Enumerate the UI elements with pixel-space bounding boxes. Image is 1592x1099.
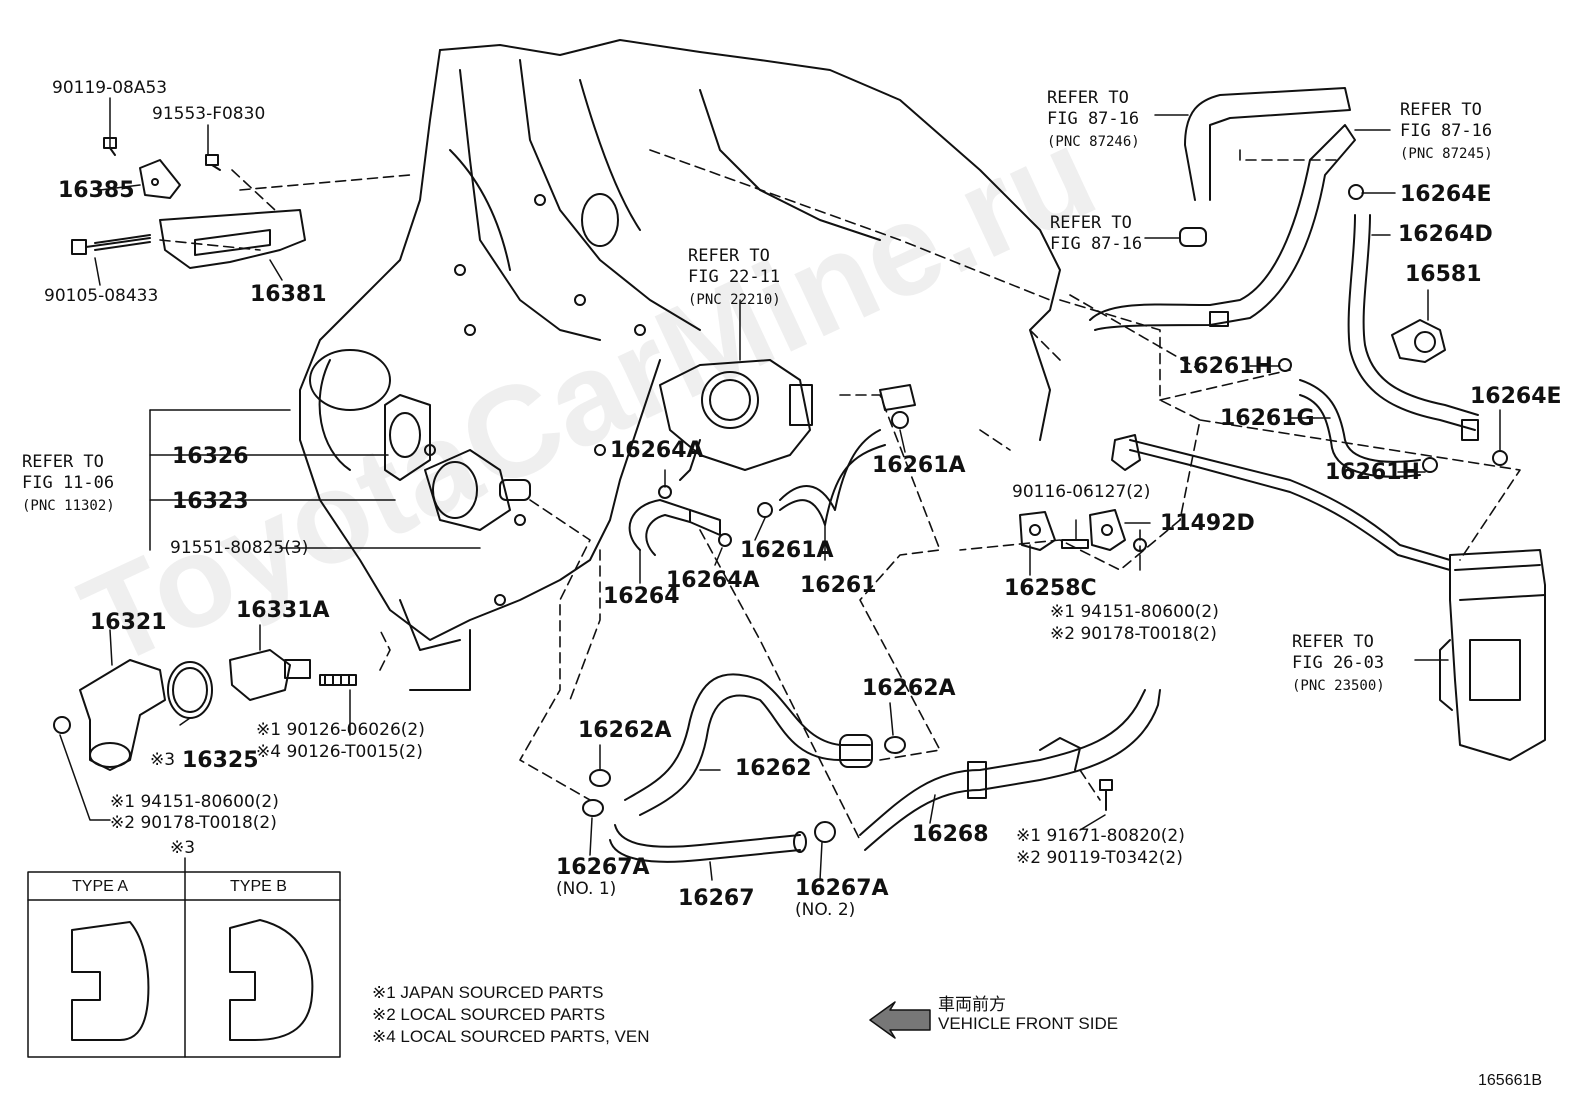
type-box: [27, 857, 341, 1058]
part-16261A-upper: 16261A: [872, 453, 966, 478]
part-16323: 16323: [172, 489, 249, 514]
part-91551-80825: 91551-80825(3): [170, 538, 309, 558]
part-16261: 16261: [800, 573, 877, 598]
clamps-16262A-16267A: [582, 736, 906, 843]
sub-note3-16325: ※3: [150, 750, 176, 770]
part-16326: 16326: [172, 444, 249, 469]
hose-16262: [624, 673, 873, 816]
sub-94151-80600-right: ※1 94151-80600(2): [1050, 602, 1219, 622]
part-16258C: 16258C: [1004, 576, 1097, 601]
water-inlet-housing: [384, 394, 531, 531]
thermostat-16331A: [229, 649, 311, 701]
refer-fig-87-16-pnc87246: REFER TO FIG 87-16 (PNC 87246): [1047, 88, 1140, 150]
part-16264E-upper: 16264E: [1400, 182, 1492, 207]
part-16262: 16262: [735, 756, 812, 781]
legend-note-1: ※1 JAPAN SOURCED PARTS: [372, 983, 604, 1002]
flange-11492D: [1061, 509, 1147, 552]
part-11492D: 11492D: [1160, 511, 1255, 536]
clamps-16261A: [757, 384, 916, 518]
figure-id: 165661B: [1478, 1072, 1543, 1089]
bolt-91553: [205, 154, 221, 171]
part-16385: 16385: [58, 178, 135, 203]
fitting-16581: [1391, 319, 1446, 363]
part-16325: 16325: [182, 748, 259, 773]
sub-90178-T0018-right: ※2 90178-T0018(2): [1050, 624, 1217, 644]
gasket-16325: [167, 661, 213, 719]
pipe-long-right: [1111, 434, 1451, 571]
gasket-16258C: [1019, 511, 1056, 551]
callout-leaders: [59, 97, 1501, 881]
pipe-16268: [859, 689, 1161, 851]
front-arrow-icon: [869, 1001, 931, 1039]
sub-no1: (NO. 1): [556, 879, 617, 899]
refer-fig-87-16-pnc87245: REFER TO FIG 87-16 (PNC 87245): [1400, 100, 1493, 162]
vehicle-front-en: VEHICLE FRONT SIDE: [938, 1014, 1119, 1033]
nut-left: [53, 716, 71, 734]
sub-90126-T0015: ※4 90126-T0015(2): [256, 742, 423, 762]
sub-90178-T0018-left: ※2 90178-T0018(2): [110, 813, 277, 833]
sub-94151-80600-left: ※1 94151-80600(2): [110, 792, 279, 812]
part-16331A: 16331A: [236, 598, 330, 623]
refer-fig-87-16: REFER TO FIG 87-16: [1050, 213, 1143, 255]
bolt-90105: [71, 234, 151, 255]
clamps-16261H-16264E: [1278, 184, 1508, 473]
part-16261H-upper: 16261H: [1178, 354, 1273, 379]
bracket-16381: [159, 209, 306, 269]
part-16581: 16581: [1405, 262, 1482, 287]
type-b-label: TYPE B: [230, 878, 287, 895]
sub-90126-06026: ※1 90126-06026(2): [256, 720, 425, 740]
part-16264D: 16264D: [1398, 222, 1493, 247]
part-16264A-upper: 16264A: [610, 438, 704, 463]
part-90116-06127: 90116-06127(2): [1012, 482, 1151, 502]
engine-block-outline: [299, 39, 1061, 691]
part-16264A-lower: 16264A: [666, 568, 760, 593]
part-16267: 16267: [678, 886, 755, 911]
hose-16261: [779, 429, 886, 526]
sub-91671-80820: ※1 91671-80820(2): [1016, 826, 1185, 846]
sub-90119-T0342: ※2 90119-T0342(2): [1016, 848, 1183, 868]
part-16264: 16264: [603, 584, 680, 609]
part-16262A-right: 16262A: [862, 676, 956, 701]
bracket-16385: [139, 159, 181, 199]
throttle-body: [659, 359, 813, 481]
type-a-label: TYPE A: [72, 878, 129, 895]
stud-bolt: [319, 674, 357, 686]
part-16264E-lower: 16264E: [1470, 384, 1562, 409]
water-inlet-16321: [79, 659, 166, 771]
part-16267A-no2: 16267A: [795, 876, 889, 901]
refer-fig-22-11: REFER TO FIG 22-11 (PNC 22210): [688, 246, 781, 308]
hose-16267: [609, 824, 807, 863]
sub-no2: (NO. 2): [795, 900, 856, 920]
part-16262A-left: 16262A: [578, 718, 672, 743]
dashed-leaders: [159, 149, 1521, 841]
refer-fig-11-06: REFER TO FIG 11-06 (PNC 11302): [22, 452, 115, 514]
vehicle-front-jp: 車両前方: [938, 995, 1006, 1014]
valve-assembly: [1439, 549, 1546, 761]
part-16261G: 16261G: [1220, 406, 1315, 431]
part-16268: 16268: [912, 822, 989, 847]
part-16267A-no1: 16267A: [556, 855, 650, 880]
part-90119-08A53: 90119-08A53: [52, 78, 168, 98]
part-16261H-lower: 16261H: [1325, 460, 1420, 485]
hose-16264D: [1347, 214, 1479, 441]
hose-16261G: [1299, 379, 1421, 478]
part-90105-08433: 90105-08433: [44, 286, 159, 306]
hose-16264: [628, 499, 721, 556]
part-16321: 16321: [90, 610, 167, 635]
legend-note-2: ※2 LOCAL SOURCED PARTS: [372, 1005, 606, 1024]
part-16261A-lower: 16261A: [740, 538, 834, 563]
legend-note-4: ※4 LOCAL SOURCED PARTS, VEN: [372, 1027, 650, 1046]
hose-upper-right: [1089, 87, 1356, 331]
sub-note3-typebox: ※3: [170, 838, 196, 858]
part-16381: 16381: [250, 282, 327, 307]
part-91553-F0830: 91553-F0830: [152, 104, 266, 124]
refer-fig-26-03: REFER TO FIG 26-03 (PNC 23500): [1292, 632, 1385, 694]
